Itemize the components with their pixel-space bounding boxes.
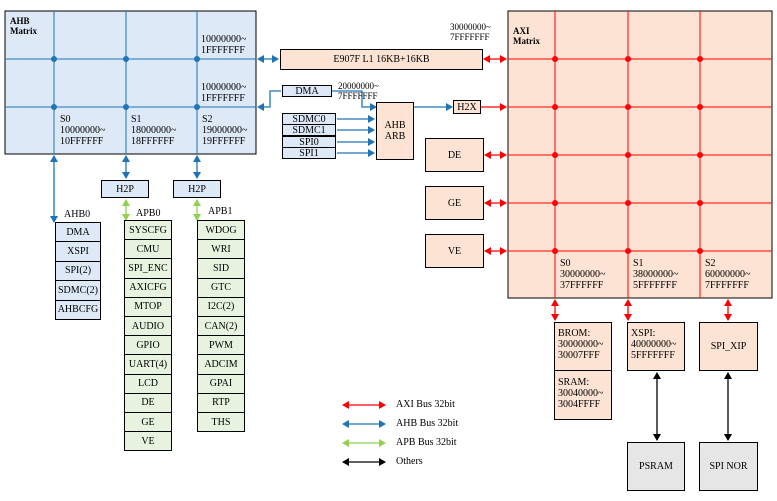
axi-master-ve: VE bbox=[425, 234, 484, 268]
h2p-bridge-apb1: H2P bbox=[173, 180, 221, 198]
h2x-bridge: H2X bbox=[453, 100, 481, 114]
ahb0-item: AHBCFG bbox=[55, 299, 101, 320]
apb1-item: WRI bbox=[197, 239, 245, 260]
axi-matrix-title: AXI Matrix bbox=[513, 26, 540, 46]
axi-grid-nodes bbox=[552, 56, 703, 254]
apb0-item: SYSCFG bbox=[124, 220, 172, 241]
apb0-item: GPIO bbox=[124, 335, 172, 356]
master-spi1: SPI1 bbox=[282, 147, 336, 159]
xspi-label: XSPI: 40000000~ 5FFFFFFF bbox=[631, 328, 677, 361]
sram-block: SRAM: 30040000~ 3004FFFF bbox=[554, 370, 612, 420]
ahb-range-a: 10000000~ 1FFFFFFF bbox=[201, 34, 247, 56]
ahb0-item: XSPI bbox=[55, 241, 101, 262]
brom-label: BROM: 30000000~ 30007FFF bbox=[558, 328, 604, 361]
ahb-matrix-box bbox=[4, 10, 257, 155]
axi-slave-s1: S1 38000000~ 5FFFFFFF bbox=[633, 258, 679, 291]
legend-axi-label: AXI Bus 32bit bbox=[396, 399, 455, 410]
ahb0-title: AHB0 bbox=[64, 209, 91, 220]
spi-xip-block: SPI_XIP bbox=[699, 322, 758, 371]
ahb-grid-nodes bbox=[51, 56, 200, 110]
apb0-item: VE bbox=[124, 431, 172, 452]
ahb-range-b: 10000000~ 1FFFFFFF bbox=[201, 82, 247, 104]
ahb-slave-s1: S1 18000000~ 18FFFFFF bbox=[131, 114, 177, 147]
legend-ahb-label: AHB Bus 32bit bbox=[396, 418, 459, 429]
legend-apb-label: APB Bus 32bit bbox=[396, 437, 457, 448]
cpu-block: E907F L1 16KB+16KB bbox=[280, 49, 483, 70]
apb1-item: WDOG bbox=[197, 220, 245, 241]
ahb0-item: DMA bbox=[55, 222, 101, 243]
apb1-item: CAN(2) bbox=[197, 316, 245, 337]
axi-slave-s0: S0 30000000~ 37FFFFFF bbox=[560, 258, 606, 291]
apb1-item: PWM bbox=[197, 335, 245, 356]
apb0-item: UART(4) bbox=[124, 354, 172, 375]
apb0-item: GE bbox=[124, 412, 172, 433]
ahb0-item: SPI(2) bbox=[55, 260, 101, 282]
master-sdmc1: SDMC1 bbox=[282, 124, 336, 136]
legend-others-label: Others bbox=[396, 456, 423, 467]
apb1-item: ADCIM bbox=[197, 354, 245, 375]
apb1-title: APB1 bbox=[208, 206, 233, 217]
psram-device: PSRAM bbox=[627, 442, 685, 491]
apb1-item: I2C(2) bbox=[197, 296, 245, 317]
axi-range-top: 30000000~ 7FFFFFFF bbox=[450, 22, 491, 42]
axi-slave-s2: S2 60000000~ 7FFFFFFF bbox=[705, 258, 751, 291]
apb0-item: MTOP bbox=[124, 296, 172, 317]
xspi-block: XSPI: 40000000~ 5FFFFFFF bbox=[627, 322, 685, 371]
apb1-item: GPAI bbox=[197, 373, 245, 394]
brom-block: BROM: 30000000~ 30007FFF bbox=[554, 322, 612, 371]
spi-nor-device: SPI NOR bbox=[699, 442, 758, 491]
h2p-bridge-apb0: H2P bbox=[101, 180, 149, 198]
dma-master: DMA bbox=[282, 85, 332, 97]
apb0-item: CMU bbox=[124, 239, 172, 260]
axi-master-ge: GE bbox=[425, 186, 484, 220]
apb0-item: LCD bbox=[124, 373, 172, 394]
apb0-item: SPI_ENC bbox=[124, 258, 172, 279]
ahb-arb-block: AHB ARB bbox=[376, 102, 414, 160]
ahb-slave-s0: S0 10000000~ 10FFFFFF bbox=[60, 114, 106, 147]
ahb-matrix-title: AHB Matrix bbox=[10, 16, 37, 36]
apb0-item: DE bbox=[124, 392, 172, 413]
apb1-item: SID bbox=[197, 258, 245, 279]
ahb-slave-s2: S2 19000000~ 19FFFFFF bbox=[202, 114, 248, 147]
sram-label: SRAM: 30040000~ 3004FFFF bbox=[558, 377, 604, 410]
apb1-item: RTP bbox=[197, 392, 245, 413]
dma-range: 20000000~ 7FFFFFFF bbox=[338, 81, 379, 101]
ahb-grid-lines bbox=[5, 11, 256, 154]
axi-master-de: DE bbox=[425, 138, 484, 172]
ahb0-item: SDMC(2) bbox=[55, 280, 101, 301]
apb0-title: APB0 bbox=[136, 208, 161, 219]
apb1-item: THS bbox=[197, 412, 245, 433]
apb1-item: GTC bbox=[197, 277, 245, 298]
apb0-item: AXICFG bbox=[124, 277, 172, 298]
apb0-item: AUDIO bbox=[124, 316, 172, 337]
